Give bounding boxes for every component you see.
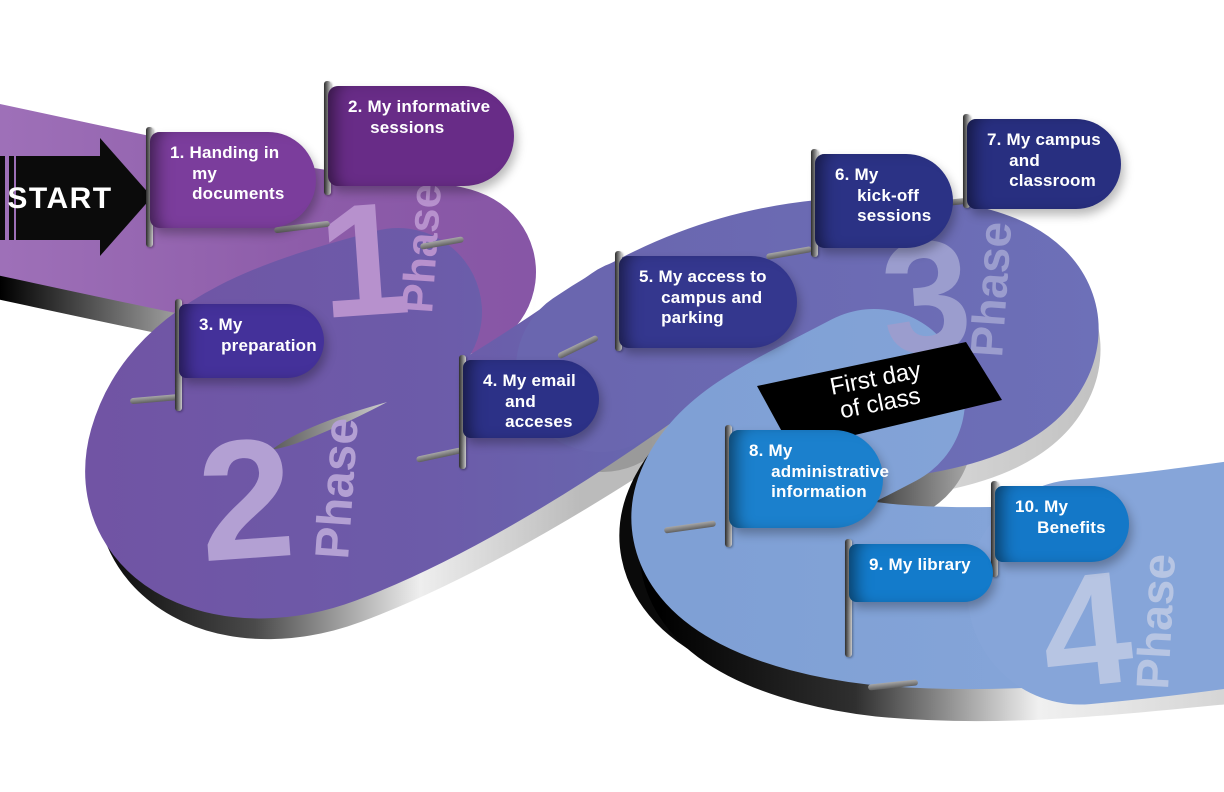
phase-1-number: 1 [314, 167, 415, 352]
start-arrow-tail-stripe-1 [0, 156, 5, 240]
milestone-7-flag: 7. My campus and classroom [967, 119, 1121, 209]
phase-4-word: Phase [1126, 552, 1185, 690]
milestone-5-flag: 5. My access to campus and parking [619, 256, 797, 348]
start-arrow-body [16, 156, 102, 240]
milestone-10-label: 10. My Benefits [1015, 497, 1106, 537]
milestone-7-label: 7. My campus and classroom [987, 130, 1101, 191]
milestone-8-pole [725, 425, 732, 547]
milestone-2-flag: 2. My informative sessions [328, 86, 514, 186]
milestone-1-pole [146, 127, 153, 247]
milestone-9-flag: 9. My library [849, 544, 993, 602]
phase-4-label: 4 Phase [1033, 536, 1185, 723]
milestone-2-pole [324, 81, 331, 195]
milestone-6-flag: 6. My kick-off sessions [815, 154, 953, 248]
milestone-4-flag: 4. My email and acceses [463, 360, 599, 438]
start-label: START [7, 182, 112, 215]
start-arrow: START [0, 138, 152, 256]
milestone-4-pole [459, 355, 466, 469]
milestone-5-label: 5. My access to campus and parking [639, 267, 767, 328]
milestone-2-label: 2. My informative sessions [348, 97, 491, 137]
milestone-4-label: 4. My email and acceses [483, 371, 576, 432]
first-day-band-shape [757, 342, 1002, 450]
phase-4-number: 4 [1033, 536, 1140, 723]
phase-3-word: Phase [960, 220, 1021, 359]
road-phase4-exit [967, 461, 1224, 705]
milestone-8-label: 8. My administrative information [749, 441, 890, 502]
milestone-8-flag: 8. My administrative information [729, 430, 890, 528]
milestone-1-flag: 1. Handing in my documents [150, 132, 316, 228]
milestone-6-pole [811, 149, 818, 257]
milestone-9-label: 9. My library [869, 555, 971, 574]
milestone-6-label: 6. My kick-off sessions [835, 165, 932, 226]
phase-2-label: 2 Phase [192, 402, 369, 598]
milestone-3-label: 3. My preparation [199, 315, 317, 355]
milestone-5-pole [615, 251, 622, 351]
phase-2-word: Phase [306, 416, 369, 561]
phase-2-number: 2 [192, 402, 300, 598]
phase-1-label: 1 Phase [314, 167, 452, 352]
milestone-9-pole [845, 539, 852, 657]
milestone-3-flag: 3. My preparation [179, 304, 324, 378]
milestone-1-label: 1. Handing in my documents [170, 143, 285, 204]
milestone-7-pole [963, 114, 970, 208]
start-arrow-head-icon [100, 138, 152, 256]
milestone-3-pole [175, 299, 182, 411]
milestone-10-pole [991, 481, 998, 577]
start-arrow-tail-stripe-2 [9, 156, 14, 240]
milestone-10-flag: 10. My Benefits [995, 486, 1129, 562]
